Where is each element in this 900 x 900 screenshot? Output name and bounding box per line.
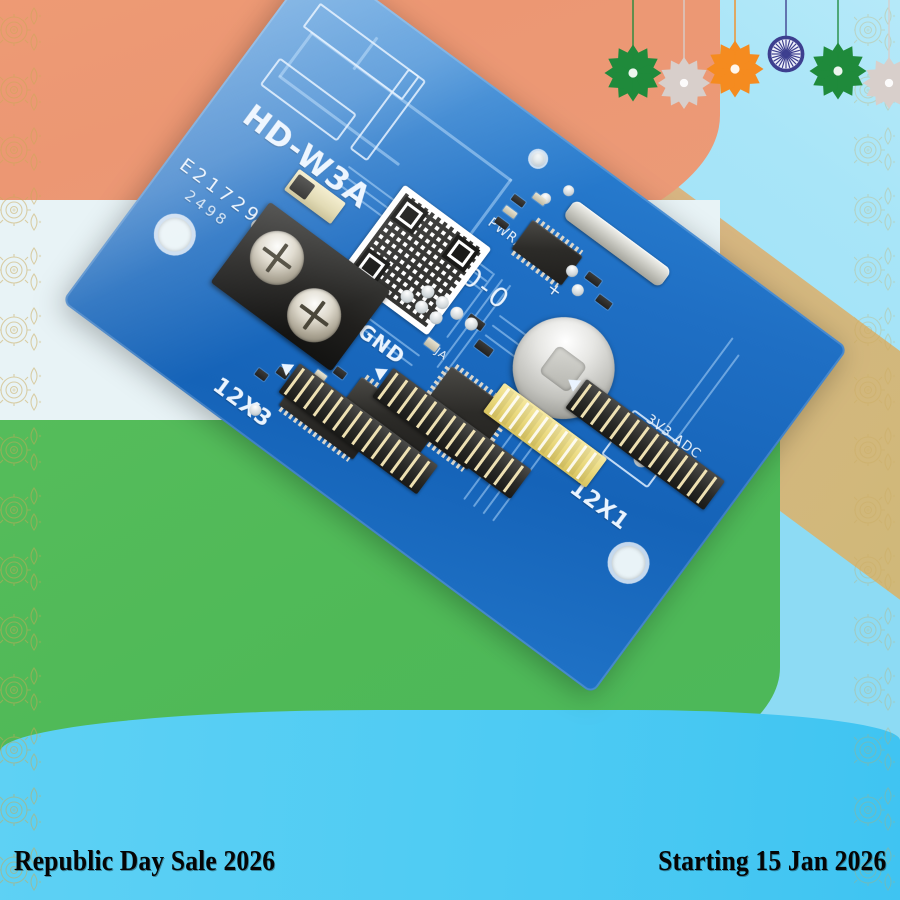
flower-green-2-icon [809,42,867,100]
flower-green-1-icon [604,44,662,102]
crystal-oscillator [562,199,673,289]
flower-orange-1-icon [706,40,764,98]
hanging-decorations [0,0,900,120]
via-pad-top [526,147,550,171]
mounting-hole-left [151,210,199,259]
promo-headline-right: Starting 15 Jan 2026 [657,845,886,877]
flower-white-2-icon [862,56,900,110]
mounting-hole-right [604,539,653,587]
ashoka-chakra-icon [767,35,805,73]
silk-connector-label-12x1: 12X1 [564,475,634,536]
promo-headline-left: Republic Day Sale 2026 [14,845,276,877]
background-bottom-cyan-wave [0,710,900,900]
hanging-flowers-icon [604,0,900,110]
flower-white-1-icon [657,56,711,110]
crystal-pad-a [560,183,577,199]
